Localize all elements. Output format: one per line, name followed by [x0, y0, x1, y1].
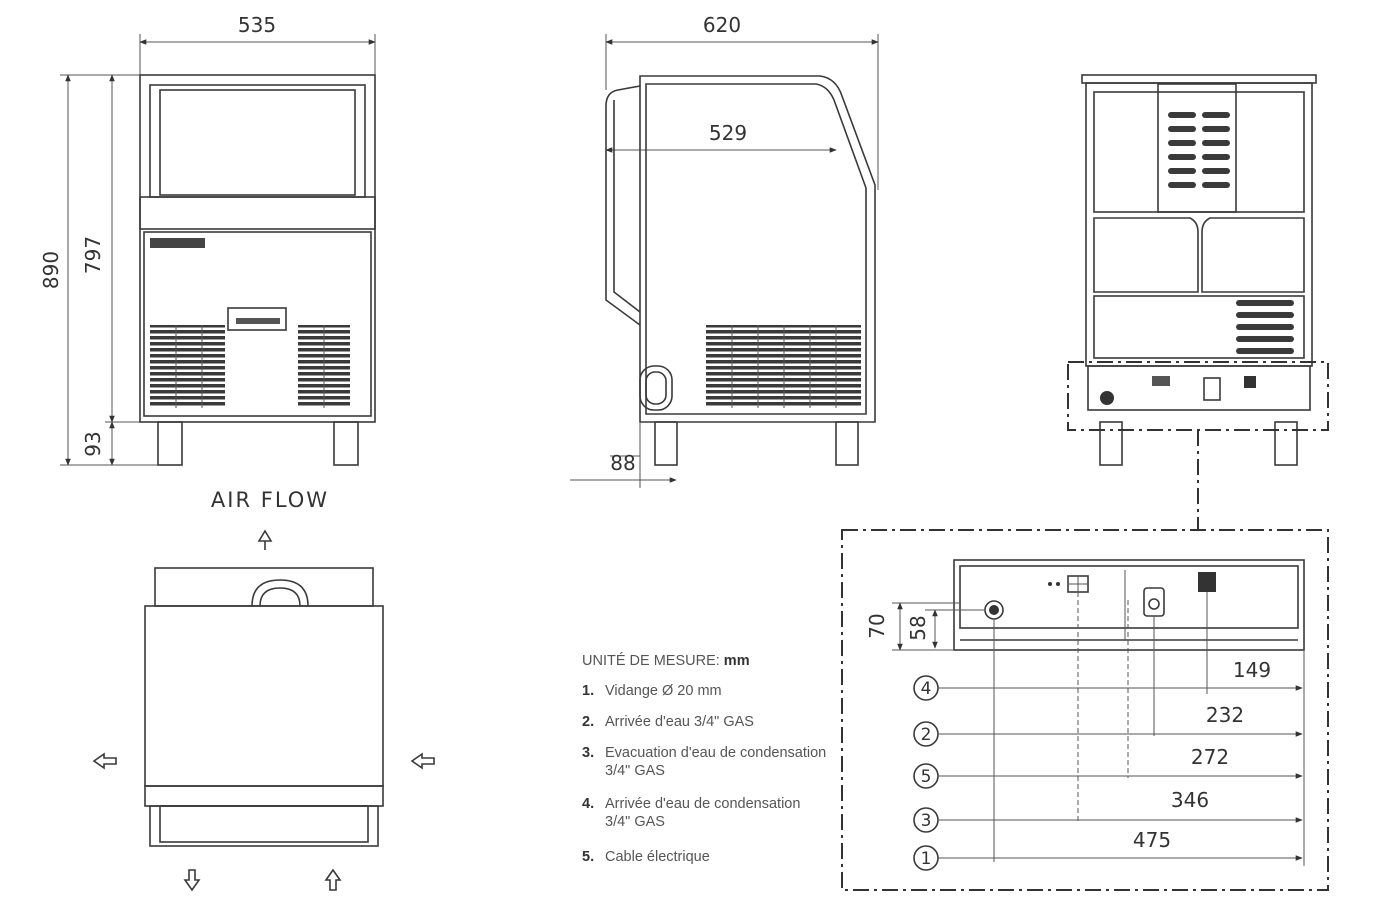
connection-5-marker: 5	[921, 767, 932, 787]
connection-1-marker: 1	[921, 849, 932, 869]
connection-1-distance: 475	[1133, 828, 1171, 852]
side-inner-depth-label: 529	[709, 121, 747, 145]
side-view: 620 529 88	[570, 13, 879, 488]
legend-item-text: Evacuation d'eau de condensation	[605, 745, 826, 761]
legend-item-number: 2.	[582, 714, 594, 730]
legend-item-text: Arrivée d'eau 3/4" GAS	[605, 714, 754, 730]
front-width-label: 535	[238, 13, 276, 37]
total-height-label: 890	[39, 251, 63, 289]
connection-4-distance: 149	[1233, 658, 1271, 682]
arrow-left-icon	[410, 752, 435, 770]
connection-2-marker: 2	[921, 725, 932, 745]
legend-item-number: 3.	[582, 745, 594, 761]
airflow-label: AIR FLOW	[211, 488, 329, 512]
top-view: AIR FLOW	[92, 488, 435, 892]
front-view: 535 890 797 93	[39, 13, 376, 466]
arrow-left-icon	[92, 752, 117, 770]
legend-title: UNITÉ DE MESURE: mm	[582, 652, 750, 669]
legend-item-text: 3/4" GAS	[605, 814, 665, 830]
connection-2-distance: 232	[1206, 703, 1244, 727]
legend-item-text: 3/4" GAS	[605, 763, 665, 779]
rear-detail: 70 58 4 149 2 232 5 272 3 346 1	[841, 529, 1329, 891]
arrow-up-icon	[257, 529, 273, 550]
legend-item-text: Arrivée d'eau de condensation	[605, 796, 800, 812]
rear-height-inner-label: 58	[906, 615, 930, 640]
connection-3-marker: 3	[921, 811, 932, 831]
connection-5-distance: 272	[1191, 745, 1229, 769]
arrow-down-icon	[183, 869, 201, 892]
leg-height-label: 93	[81, 431, 105, 456]
rear-view	[1067, 74, 1329, 530]
legend-item-text: Cable électrique	[605, 849, 710, 865]
connection-4-marker: 4	[921, 679, 932, 699]
rear-height-outer-label: 70	[865, 613, 889, 638]
legend-item-text: Vidange Ø 20 mm	[605, 683, 722, 699]
legend: UNITÉ DE MESURE: mm 1. Vidange Ø 20 mm 2…	[582, 652, 826, 865]
body-height-label: 797	[81, 236, 105, 274]
drain-height-label: 88	[610, 451, 635, 475]
legend-item-number: 5.	[582, 849, 594, 865]
arrow-up-icon	[324, 868, 342, 891]
connection-3-distance: 346	[1171, 788, 1209, 812]
side-depth-label: 620	[703, 13, 741, 37]
legend-item-number: 1.	[582, 683, 594, 699]
legend-item-number: 4.	[582, 796, 594, 812]
